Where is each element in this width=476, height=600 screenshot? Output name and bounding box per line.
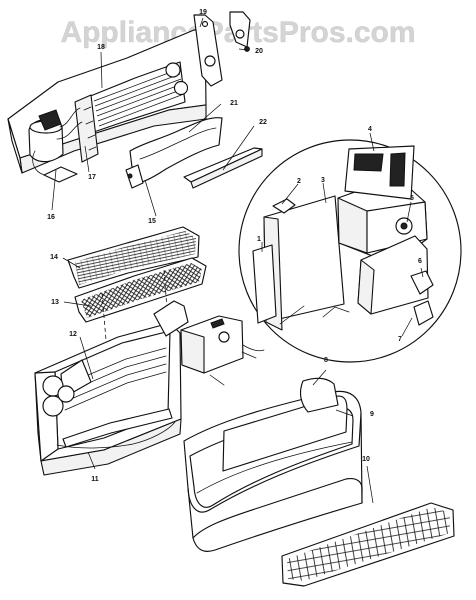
leader-15 bbox=[144, 179, 157, 217]
filter-13-mesh bbox=[81, 263, 202, 318]
compressor-mount bbox=[43, 166, 78, 183]
leader-19 bbox=[199, 17, 204, 28]
electrical-junction bbox=[153, 300, 189, 337]
leader-11 bbox=[87, 451, 96, 470]
evaporator-fin-lines bbox=[93, 68, 185, 127]
callout-16: 16 bbox=[47, 214, 55, 221]
callout-9: 9 bbox=[370, 411, 374, 418]
callout-6: 6 bbox=[418, 258, 422, 265]
base-curve bbox=[56, 421, 176, 449]
front-panel-assembly bbox=[183, 377, 363, 552]
leader-5 bbox=[406, 201, 412, 223]
leader-7 bbox=[401, 317, 413, 337]
control-box-label bbox=[210, 318, 225, 329]
callout-12: 12 bbox=[69, 331, 77, 338]
leader-9 bbox=[335, 409, 354, 417]
coil-side-bracket bbox=[74, 94, 99, 163]
unit-case-base bbox=[40, 418, 182, 476]
callout-1: 1 bbox=[257, 236, 261, 243]
leader-6 bbox=[420, 267, 424, 278]
filters bbox=[67, 226, 207, 341]
drain-channel-lip bbox=[190, 148, 263, 189]
leader-8 bbox=[312, 369, 327, 386]
screw-7 bbox=[413, 300, 434, 326]
leader-22 bbox=[222, 125, 255, 171]
left-bracket-1 bbox=[252, 244, 277, 324]
control-panel-display bbox=[353, 153, 384, 172]
panel-contour bbox=[196, 441, 353, 494]
panel-left-edge bbox=[187, 487, 194, 539]
callout-14: 14 bbox=[50, 254, 58, 261]
electrical-box-lower-side bbox=[357, 259, 375, 315]
callout-20: 20 bbox=[255, 48, 263, 55]
callout-7: 7 bbox=[398, 336, 402, 343]
control-box-wiring bbox=[209, 344, 265, 386]
leader-18 bbox=[100, 51, 103, 89]
lower-unit-assembly bbox=[34, 300, 265, 476]
leader-4 bbox=[369, 132, 375, 152]
case-rib-lines bbox=[61, 347, 167, 411]
leader-17 bbox=[84, 145, 90, 173]
chassis-left-flange bbox=[7, 118, 23, 174]
drain-pan-21-edge bbox=[139, 127, 217, 160]
callout-21: 21 bbox=[230, 100, 238, 107]
control-box-knob bbox=[218, 331, 230, 343]
callout-8: 8 bbox=[324, 357, 328, 364]
leader-12 bbox=[79, 336, 94, 380]
callout-11: 11 bbox=[91, 476, 99, 483]
clip-2 bbox=[272, 198, 296, 214]
control-door-8 bbox=[299, 377, 339, 413]
callout-5: 5 bbox=[410, 195, 414, 202]
base-tray bbox=[62, 408, 173, 448]
leader-10 bbox=[366, 465, 374, 504]
leader-20 bbox=[238, 48, 249, 51]
callout-19: 19 bbox=[199, 9, 207, 16]
bracket-19-hole bbox=[204, 55, 216, 67]
bottom-grille-10 bbox=[281, 502, 455, 587]
left-motor-ring-lower bbox=[42, 395, 64, 417]
panel-right-edge bbox=[360, 412, 363, 504]
callout-22: 22 bbox=[259, 119, 267, 126]
callout-18: 18 bbox=[97, 44, 105, 51]
bracket-6 bbox=[410, 270, 434, 295]
left-motor-ring-center bbox=[57, 385, 75, 403]
leader-3 bbox=[322, 182, 327, 204]
drain-fastener bbox=[127, 173, 133, 179]
bracket-19 bbox=[193, 14, 223, 87]
control-panel-button bbox=[389, 152, 406, 187]
callout-15: 15 bbox=[148, 218, 156, 225]
callout-leaders bbox=[51, 17, 424, 504]
bracket-19-fastener bbox=[201, 20, 209, 28]
upper-chassis-assembly bbox=[7, 29, 207, 183]
callout-13: 13 bbox=[51, 299, 59, 306]
upper-port-hole bbox=[165, 62, 181, 78]
leader-2 bbox=[281, 183, 299, 205]
control-box-side bbox=[180, 329, 205, 374]
control-dial-center bbox=[400, 222, 408, 230]
callout-2: 2 bbox=[297, 178, 301, 185]
bottom-grille-pattern bbox=[287, 507, 450, 581]
drain-pans bbox=[125, 117, 263, 189]
bracket-slots bbox=[83, 106, 97, 151]
screw-20 bbox=[244, 46, 250, 52]
leader-21 bbox=[188, 103, 222, 133]
bracket-20-hole bbox=[235, 29, 245, 39]
callout-10: 10 bbox=[362, 456, 370, 463]
callout-numbers: 19 20 18 21 22 17 16 15 14 13 12 11 10 9… bbox=[47, 9, 422, 483]
filter-14-fins bbox=[75, 231, 196, 285]
leader-14 bbox=[62, 257, 81, 269]
compressor-terminal-box bbox=[38, 109, 62, 131]
callout-3: 3 bbox=[321, 177, 325, 184]
callout-17: 17 bbox=[88, 174, 96, 181]
callout-4: 4 bbox=[368, 126, 372, 133]
top-right-brackets bbox=[193, 11, 251, 87]
leader-13 bbox=[63, 301, 92, 307]
detail-wiring bbox=[279, 305, 350, 325]
drain-pan-21 bbox=[129, 117, 223, 185]
control-detail-inset bbox=[238, 139, 462, 363]
leader-16 bbox=[51, 169, 57, 211]
drain-tab-15 bbox=[125, 164, 144, 189]
lower-port-hole bbox=[173, 80, 189, 96]
